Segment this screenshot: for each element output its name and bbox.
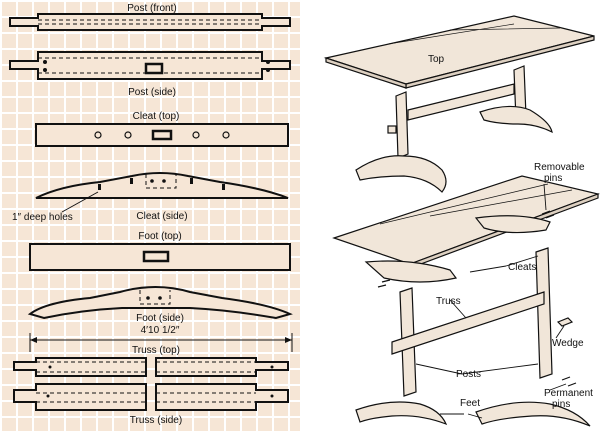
label-removable-pins-2: pins: [544, 173, 563, 184]
assembled-truss: [407, 83, 515, 121]
parts-drawing: [9, 13, 293, 411]
label-foot-side: Foot (side): [136, 313, 184, 324]
assembled-foot-left: [355, 155, 447, 193]
label-truss: Truss: [436, 296, 461, 307]
label-deep-holes: 1″ deep holes: [12, 212, 73, 223]
cleat-side-shape: [35, 172, 289, 199]
label-cleat-top: Cleat (top): [132, 111, 180, 122]
label-cleats: Cleats: [508, 262, 537, 273]
truss-side-right-shape: [155, 383, 289, 411]
truss-shape: [391, 291, 545, 355]
assembled-foot-right: [479, 105, 553, 134]
label-truss-side: Truss (side): [129, 415, 183, 426]
post-front-shape: [9, 13, 291, 31]
truss-top-right-shape: [155, 357, 289, 377]
cleat-left-shape: [364, 260, 458, 283]
wedge-shape: [556, 317, 574, 327]
post-mortise: [144, 62, 164, 75]
assembly-illustration: [323, 15, 600, 427]
label-feet: Feet: [460, 398, 481, 409]
label-cleat-side: Cleat (side): [136, 211, 188, 222]
label-post-front: Post (front): [127, 3, 177, 14]
label-permanent-pins-1: Permanent: [544, 388, 593, 399]
post-right-shape: [535, 247, 553, 379]
label-truss-top: Truss (top): [132, 345, 180, 356]
foot-left-shape: [355, 401, 448, 426]
truss-top-left-shape: [13, 357, 147, 377]
cleat-top-mortise: [151, 129, 173, 141]
truss-side-left-shape: [13, 383, 147, 411]
assembled-leg-left: [395, 91, 409, 159]
cleat-right-shape: [474, 215, 551, 234]
parts-drawing-panel: Post (front) Post (side) Cleat (top) 1″ …: [0, 0, 300, 431]
assembly-illustration-panel: Top Removable pins Cleats Truss Wedge Po…: [300, 0, 600, 431]
label-top: Top: [428, 54, 445, 65]
label-dimension: 4′10 1/2″: [137, 325, 183, 336]
label-permanent-pins-2: pins: [552, 399, 571, 410]
label-removable-pins-1: Removable: [534, 162, 585, 173]
foot-top-mortise: [142, 250, 170, 263]
label-posts: Posts: [456, 369, 482, 380]
label-wedge: Wedge: [552, 338, 584, 349]
label-foot-top: Foot (top): [138, 231, 182, 242]
exploded-top-shape: [332, 175, 600, 265]
foot-side-shape: [27, 286, 293, 320]
foot-right-shape: [475, 401, 591, 427]
label-post-side: Post (side): [128, 87, 176, 98]
